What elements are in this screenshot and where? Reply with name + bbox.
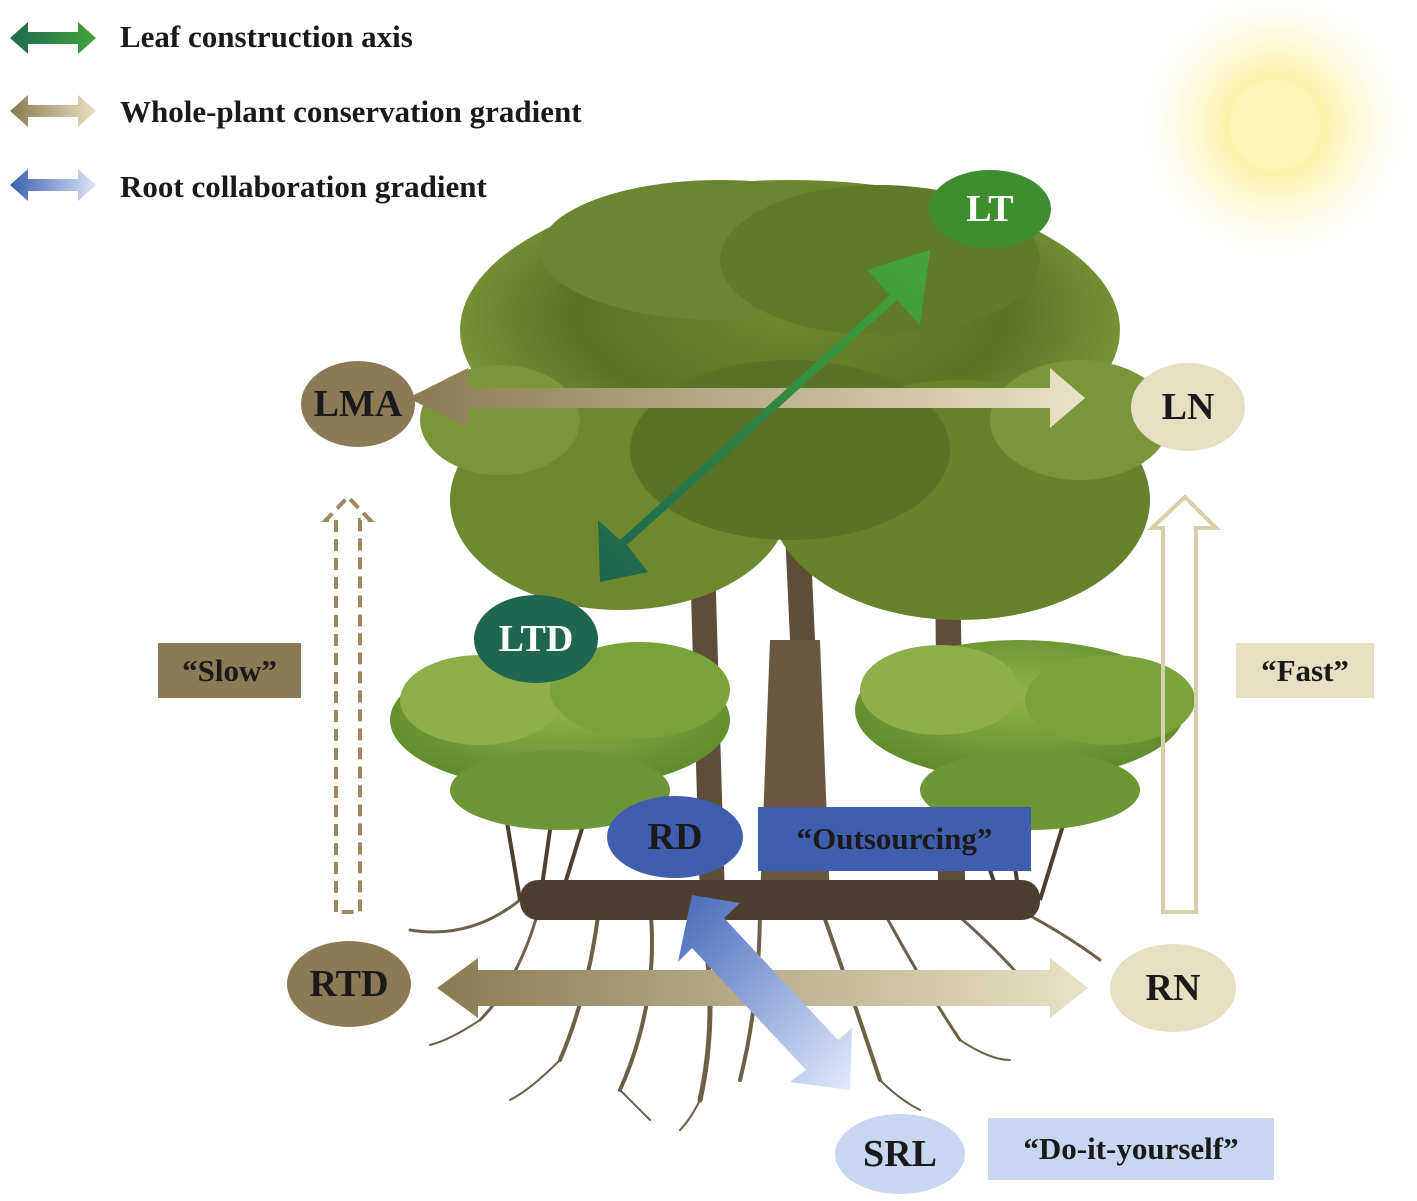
fast-up-arrow	[1146, 494, 1221, 914]
node-ln: LN	[1131, 363, 1245, 451]
slow-tag: “Slow”	[158, 643, 301, 698]
root-collaboration-arrow	[678, 895, 852, 1090]
legend-blue-arrow-icon	[10, 169, 96, 201]
legend-leaf-construction-label: Leaf construction axis	[120, 19, 413, 54]
sun-icon	[1135, 0, 1415, 265]
shrub-right-illustration	[855, 640, 1195, 901]
fast-tag: “Fast”	[1236, 643, 1374, 698]
node-srl: SRL	[835, 1114, 965, 1194]
node-rtd: RTD	[287, 941, 411, 1027]
leaf-construction-arrow	[598, 250, 930, 582]
legend-tan-arrow-icon	[10, 95, 96, 127]
node-lt: LT	[929, 170, 1051, 248]
outsourcing-tag: “Outsourcing”	[758, 807, 1031, 871]
diy-tag: “Do-it-yourself”	[988, 1118, 1274, 1180]
slow-up-arrow	[321, 494, 375, 914]
leaf-conservation-arrow	[408, 368, 1085, 428]
node-lma: LMA	[301, 361, 415, 447]
legend-whole-plant-label: Whole-plant conservation gradient	[120, 94, 582, 129]
node-rd: RD	[607, 796, 743, 878]
node-ltd: LTD	[474, 595, 598, 683]
legend-root-collaboration-label: Root collaboration gradient	[120, 169, 487, 204]
legend-green-arrow-icon	[10, 22, 96, 54]
node-rn: RN	[1110, 944, 1236, 1032]
